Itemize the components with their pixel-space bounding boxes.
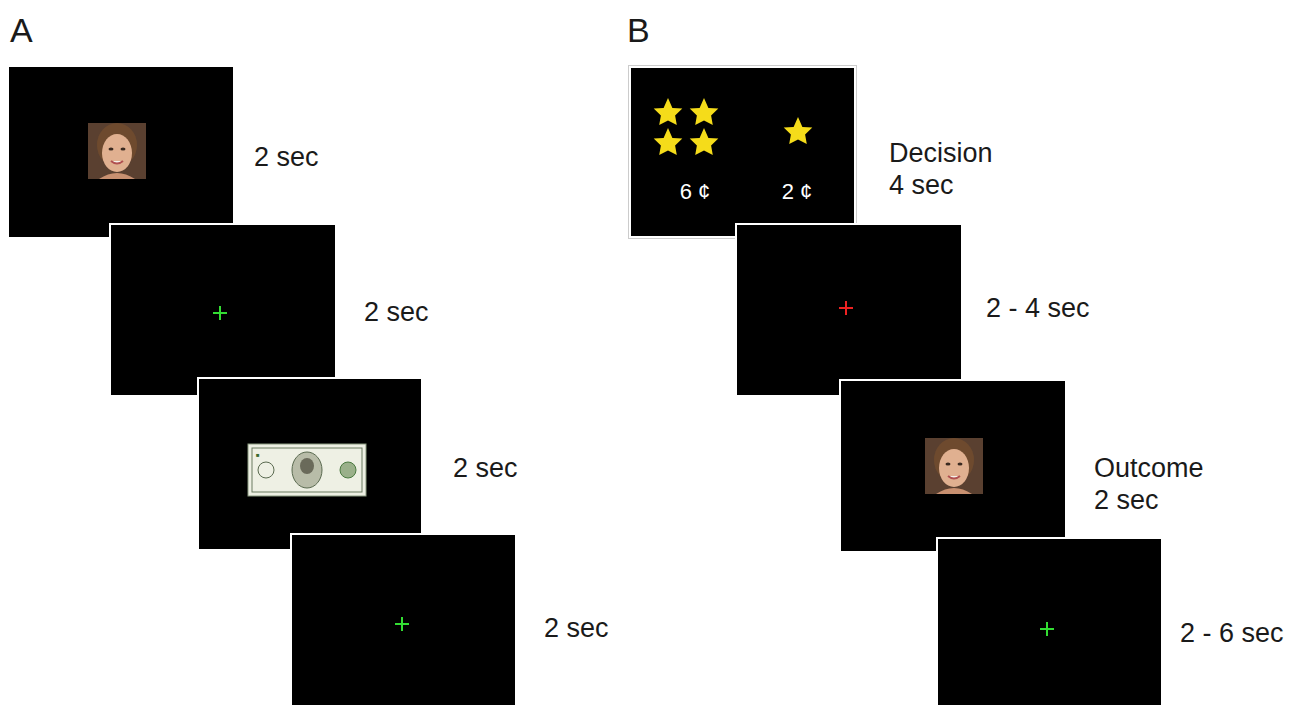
screen xyxy=(937,538,1162,706)
reward-amount: 6 ¢ xyxy=(680,179,711,205)
timing-label: 2 sec xyxy=(453,452,518,484)
face-image xyxy=(88,123,146,179)
screen xyxy=(198,378,422,550)
dollar-bill: ■ xyxy=(248,444,366,496)
fixation-cross xyxy=(395,617,409,631)
panel-letter: A xyxy=(10,10,33,51)
timing-label: Outcome 2 sec xyxy=(1094,452,1212,517)
panel-letter: B xyxy=(627,10,650,51)
screen xyxy=(110,224,336,396)
screen xyxy=(840,380,1066,552)
screen xyxy=(8,66,234,238)
fixation-cross xyxy=(213,306,227,320)
face-image xyxy=(925,438,983,494)
reward-amount: 2 ¢ xyxy=(782,179,813,205)
fixation-cross xyxy=(839,301,853,315)
decision-screen: 6 ¢ 2 ¢ xyxy=(629,66,856,238)
timing-label: 2 sec xyxy=(254,141,319,173)
timing-label: Decision 4 sec xyxy=(889,137,1007,202)
timing-label: 2 sec xyxy=(364,296,429,328)
fixation-cross xyxy=(1040,622,1054,636)
screen xyxy=(736,224,962,396)
timing-label: 2 sec xyxy=(544,612,609,644)
screen xyxy=(291,534,516,706)
timing-label: 2 - 4 sec xyxy=(986,292,1090,324)
timing-label: 2 - 6 sec xyxy=(1180,617,1284,649)
svg-text:■: ■ xyxy=(256,452,260,458)
